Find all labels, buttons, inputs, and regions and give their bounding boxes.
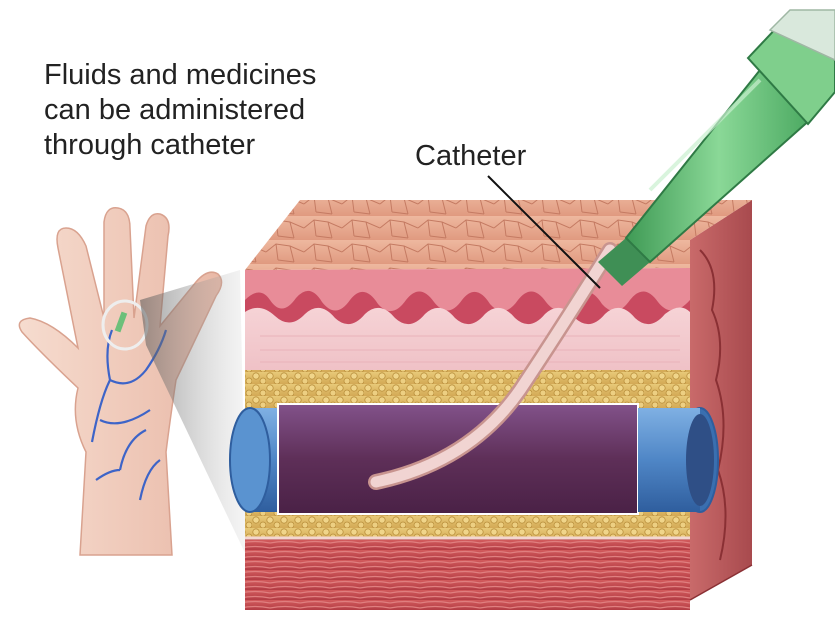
catheter-label: Catheter bbox=[415, 139, 526, 174]
caption-line-3: through catheter bbox=[44, 128, 316, 163]
muscle-layer bbox=[245, 538, 690, 610]
vein bbox=[230, 404, 718, 514]
vein-opening bbox=[686, 414, 714, 506]
caption-line-2: can be administered bbox=[44, 93, 316, 128]
caption: Fluids and medicines can be administered… bbox=[44, 58, 316, 163]
caption-line-1: Fluids and medicines bbox=[44, 58, 316, 93]
vein-left-end bbox=[230, 408, 270, 512]
